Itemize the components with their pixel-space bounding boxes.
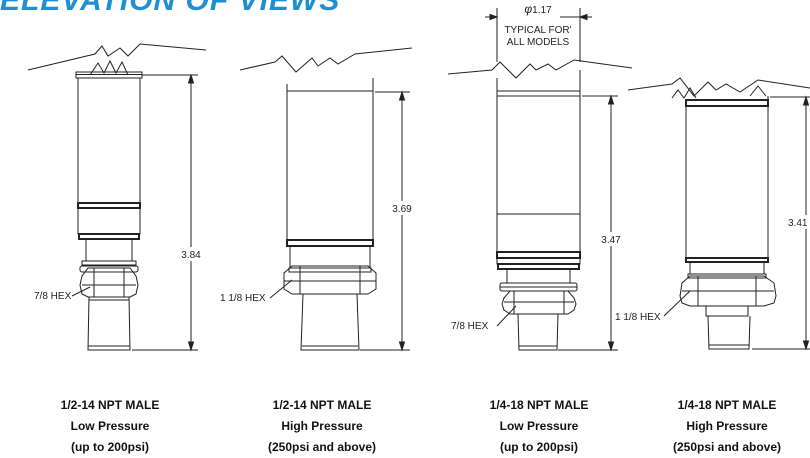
height-label-3: 3.47 xyxy=(601,235,621,246)
housing-body-4 xyxy=(685,96,769,259)
npt-thread-3 xyxy=(517,313,559,351)
caption-model-3: 1/4-18 NPT MALE Low Pressure (up to 200p… xyxy=(464,395,614,458)
caption-pressure: High Pressure xyxy=(686,419,768,433)
break-line-4 xyxy=(627,77,810,97)
caption-range: (250psi and above) xyxy=(672,440,782,454)
height-dimension-3 xyxy=(558,94,618,352)
sensor-1 xyxy=(27,43,207,352)
sensor-3 xyxy=(447,8,633,352)
hex-leader-2 xyxy=(269,279,293,299)
caption-thread: 1/2-14 NPT MALE xyxy=(60,398,160,412)
height-dimension-2 xyxy=(360,90,410,352)
diameter-symbol: φ xyxy=(524,2,532,16)
break-line-2 xyxy=(239,47,413,73)
caption-model-2: 1/2-14 NPT MALE High Pressure (250psi an… xyxy=(247,395,397,458)
hex-nut-2 xyxy=(283,265,377,295)
diameter-dimension xyxy=(485,8,592,62)
neck-4 xyxy=(689,261,765,275)
top-wires-4 xyxy=(671,85,767,99)
hex-label-1: 7/8 HEX xyxy=(34,291,72,302)
caption-pressure: Low Pressure xyxy=(499,419,579,433)
dimension-labels: 3.84 7/8 HEX 3.69 1 1/8 HEX 3.47 7/8 HEX… xyxy=(34,2,810,332)
hex-nut-1 xyxy=(79,267,139,298)
height-dimension-1 xyxy=(132,73,198,352)
collar-4 xyxy=(687,273,767,279)
neck-1 xyxy=(85,238,133,262)
lower-band-1 xyxy=(77,207,141,235)
sensor-2 xyxy=(239,47,413,352)
caption-range: (up to 200psi) xyxy=(70,440,149,454)
caption-model-4: 1/4-18 NPT MALE High Pressure (250psi an… xyxy=(652,395,802,458)
housing-body-3 xyxy=(496,70,581,253)
caption-range: (up to 200psi) xyxy=(499,440,578,454)
diameter-note-line2: ALL MODELS xyxy=(507,37,570,48)
hex-nut-4 xyxy=(679,275,777,307)
break-line-3 xyxy=(447,59,633,79)
caption-pressure: High Pressure xyxy=(281,419,363,433)
hex-nut-3 xyxy=(501,290,577,315)
caption-thread: 1/2-14 NPT MALE xyxy=(272,398,372,412)
neck-2 xyxy=(289,245,371,269)
collar-1 xyxy=(81,260,137,266)
caption-model-1: 1/2-14 NPT MALE Low Pressure (up to 200p… xyxy=(35,395,185,458)
page-heading: ELEVATION OF VIEWS xyxy=(0,0,341,17)
hex-leader-1 xyxy=(71,286,91,297)
caption-thread: 1/4-18 NPT MALE xyxy=(677,398,777,412)
hex-label-4: 1 1/8 HEX xyxy=(615,312,661,323)
height-label-2: 3.69 xyxy=(392,204,412,215)
housing-body-2 xyxy=(286,78,374,241)
diameter-label: φ1.17 xyxy=(524,2,552,16)
wire-crimp-1 xyxy=(89,59,129,76)
diameter-note-line1: TYPICAL FOR' xyxy=(504,25,571,36)
npt-thread-1 xyxy=(87,296,131,351)
caption-pressure: Low Pressure xyxy=(70,419,150,433)
collar-2 xyxy=(288,267,372,273)
neck-3 xyxy=(506,268,571,284)
caption-range: (250psi and above) xyxy=(267,440,377,454)
npt-thread-4 xyxy=(707,315,751,350)
height-label-4: 3.41 xyxy=(788,218,808,229)
npt-thread-2 xyxy=(300,293,360,351)
hex-label-3: 7/8 HEX xyxy=(451,321,489,332)
hex-leader-3 xyxy=(496,305,517,327)
height-label-1: 3.84 xyxy=(181,250,201,261)
break-line-1 xyxy=(27,43,207,71)
sensor-4 xyxy=(627,77,810,351)
thread-relief-4 xyxy=(705,305,749,317)
caption-thread: 1/4-18 NPT MALE xyxy=(489,398,589,412)
diameter-value: 1.17 xyxy=(532,5,552,16)
hex-leader-4 xyxy=(663,290,691,317)
hex-label-2: 1 1/8 HEX xyxy=(220,293,266,304)
housing-body-1 xyxy=(77,78,141,204)
